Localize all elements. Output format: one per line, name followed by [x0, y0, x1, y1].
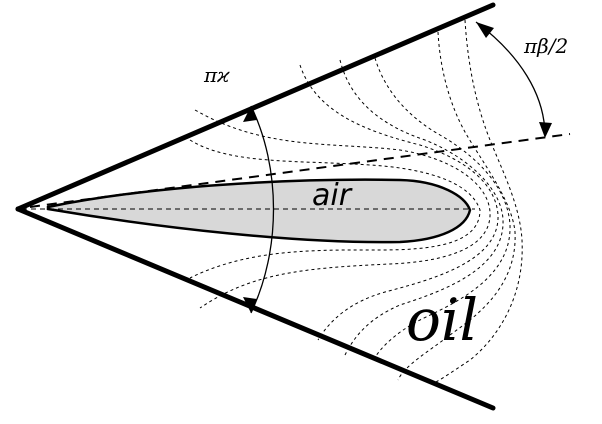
streamline-5	[371, 57, 511, 363]
air-bubble	[46, 178, 472, 244]
tilt-angle-label: πβ/2	[523, 34, 568, 58]
tilt-arc-arrow-bottom	[539, 122, 552, 138]
wedge-upper-wall	[15, 2, 496, 212]
streamlines	[189, 19, 523, 383]
tilted-bisector	[29, 133, 571, 208]
oil-label: oil	[406, 286, 478, 354]
wedge-lower-wall	[15, 206, 496, 411]
wedge-arc-arrow-top	[243, 106, 257, 122]
streamline-4	[339, 59, 504, 356]
streamline-6	[397, 31, 516, 381]
wedge-angle-arc	[250, 105, 275, 314]
air-label: air	[312, 178, 353, 213]
streamline-2	[194, 109, 491, 309]
wedge-angle-label: πϰ	[203, 63, 230, 87]
streamline-1	[189, 139, 481, 279]
streamline-7	[435, 19, 523, 383]
wedge-arc-arrow-bottom	[243, 297, 257, 313]
streamline-3	[299, 64, 499, 341]
tilt-arc-arrow-top	[476, 22, 494, 38]
